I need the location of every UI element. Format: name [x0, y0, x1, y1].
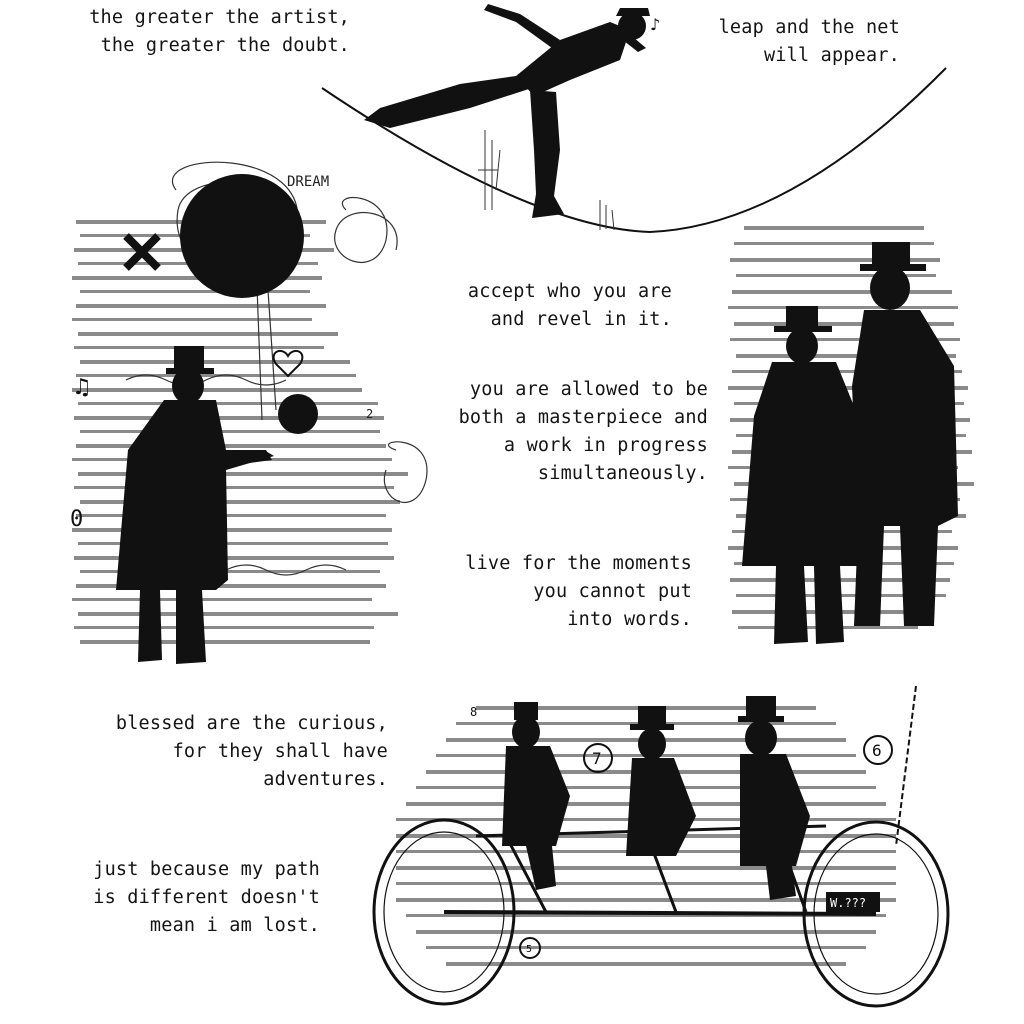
quote-line: live for the moments	[465, 553, 692, 574]
quote-accept: accept who you are and revel in it.	[440, 278, 672, 334]
quote-curious: blessed are the curious, for they shall …	[90, 710, 388, 794]
dream-label: DREAM	[287, 174, 329, 190]
svg-text:0: 0	[70, 507, 83, 532]
riders-silhouettes	[502, 696, 810, 900]
walker-silhouette	[364, 4, 650, 218]
quote-line: will appear.	[763, 45, 900, 66]
quote-line: a work in progress	[503, 435, 708, 456]
number-two-label: 2	[366, 407, 373, 421]
tightrope-walker-illustration: ♪	[320, 0, 950, 250]
quote-line: both a masterpiece and	[458, 407, 708, 428]
number-six-label: 6	[872, 741, 882, 760]
quote-line: is different doesn't	[93, 887, 320, 908]
quote-moments: live for the moments you cannot put into…	[440, 550, 692, 634]
quote-line: leap and the net	[718, 17, 900, 38]
quote-path: just because my path is different doesn'…	[60, 856, 320, 940]
balloon-man-illustration: DREAM 2 ♫ 0	[66, 150, 446, 670]
quote-line: accept who you are	[467, 281, 672, 302]
quote-line: and revel in it.	[490, 309, 672, 330]
quote-line: blessed are the curious,	[115, 713, 388, 734]
number-five-label: 5	[526, 944, 532, 955]
quote-line: into words.	[567, 609, 692, 630]
two-men-illustration	[724, 186, 974, 652]
bicycle-plate-label: W.???	[830, 896, 866, 910]
number-seven-label: 7	[592, 749, 602, 768]
quote-leap: leap and the net will appear.	[700, 14, 900, 70]
man-silhouette-right	[852, 242, 958, 626]
svg-text:♫: ♫	[72, 375, 92, 400]
quote-line: for they shall have	[172, 741, 388, 762]
quote-line: just because my path	[93, 859, 320, 880]
balloon-shape	[180, 174, 304, 298]
quote-line: the greater the artist,	[89, 7, 350, 28]
quote-line: adventures.	[263, 769, 388, 790]
quote-masterpiece: you are allowed to be both a masterpiece…	[432, 376, 708, 488]
tandem-bicycle-illustration: 7 6 5 8 W.???	[356, 676, 956, 1014]
quote-line: you cannot put	[533, 581, 692, 602]
quote-line: the greater the doubt.	[100, 35, 350, 56]
quote-line: mean i am lost.	[149, 915, 320, 936]
quote-line: simultaneously.	[537, 463, 708, 484]
man-silhouette-left	[742, 306, 864, 644]
tightrope-line	[321, 67, 947, 234]
number-eight-label: 8	[470, 705, 477, 719]
quote-line: you are allowed to be	[469, 379, 708, 400]
top-hat-man-silhouette	[116, 346, 274, 664]
svg-text:♪: ♪	[650, 15, 660, 34]
quote-artist: the greater the artist, the greater the …	[88, 4, 350, 60]
